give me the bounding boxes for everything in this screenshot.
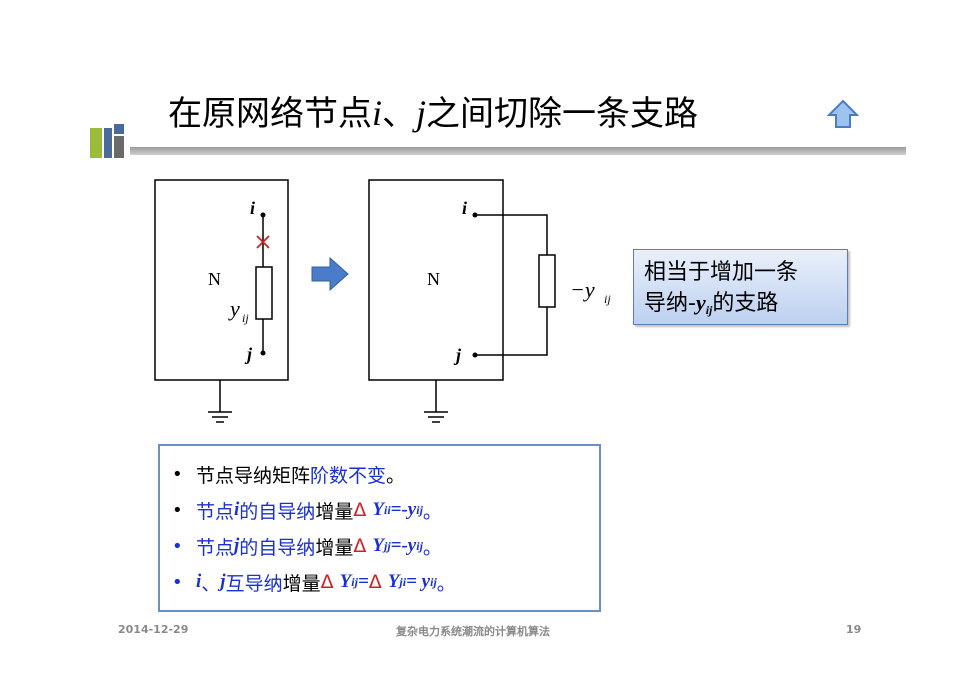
callout-box: 相当于增加一条 导纳-yij的支路 bbox=[633, 249, 848, 325]
title-text: 在原网络节点 bbox=[168, 94, 372, 134]
title-var-j: j bbox=[416, 93, 427, 133]
ground-icon bbox=[208, 411, 232, 423]
node-j-left bbox=[260, 350, 266, 356]
bullet-item-1: • 节点导纳矩阵阶数不变。 bbox=[172, 463, 406, 487]
node-label-j-left: j bbox=[244, 344, 253, 364]
title-rule bbox=[130, 147, 906, 155]
neg-branch-label-sub: ij bbox=[604, 292, 611, 306]
title-var-i: i bbox=[372, 93, 383, 133]
footer-page-number: 19 bbox=[846, 623, 862, 636]
circuit-diagram: N i j y ij N i j −y ij bbox=[154, 179, 611, 423]
network-box-left bbox=[154, 179, 289, 381]
branch-resistor-left bbox=[255, 266, 273, 320]
branch-label: y bbox=[228, 296, 240, 321]
network-label-right: N bbox=[427, 269, 440, 289]
neg-branch-label: −y bbox=[570, 277, 595, 302]
footer-course: 复杂电力系统潮流的计算机算法 bbox=[396, 625, 550, 638]
node-j-right bbox=[472, 352, 478, 358]
title-bar-icon bbox=[90, 124, 124, 158]
cross-icon bbox=[256, 235, 270, 249]
network-label-left: N bbox=[208, 269, 221, 289]
ground-icon bbox=[424, 411, 448, 423]
home-icon[interactable] bbox=[827, 98, 859, 130]
footer-date: 2014-12-29 bbox=[118, 623, 189, 636]
right-arrow-icon bbox=[311, 256, 349, 292]
branch-resistor-right bbox=[538, 254, 556, 308]
node-label-i-left: i bbox=[250, 198, 255, 218]
node-label-j-right: j bbox=[453, 345, 462, 365]
callout-line-2: 导纳-yij的支路 bbox=[644, 290, 779, 317]
callout-line-1: 相当于增加一条 bbox=[644, 260, 799, 285]
title-text-end: 之间切除一条支路 bbox=[426, 94, 699, 134]
branch-label-sub: ij bbox=[242, 311, 249, 325]
title-sep: 、 bbox=[382, 94, 417, 134]
page-title: 在原网络节点i、j之间切除一条支路 bbox=[168, 86, 698, 135]
node-label-i-right: i bbox=[462, 198, 467, 218]
